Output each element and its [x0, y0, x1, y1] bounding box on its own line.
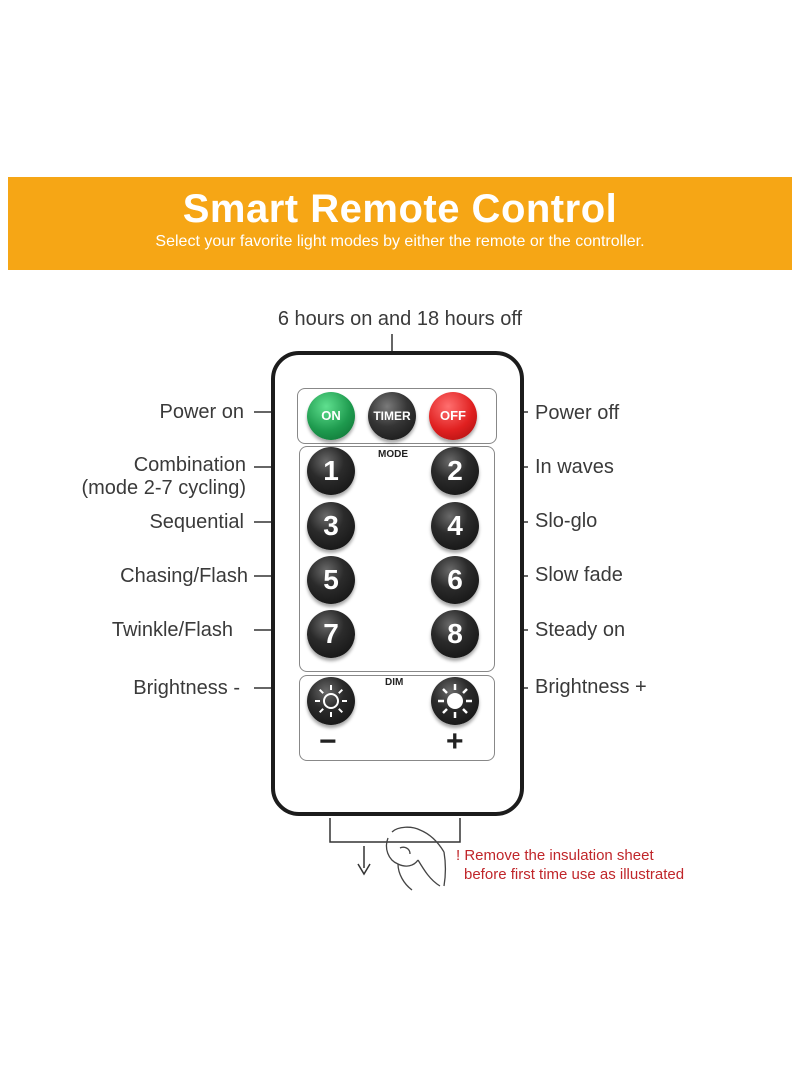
hand-icon: [385, 826, 447, 891]
mode-5-button[interactable]: 5: [307, 556, 355, 604]
label-brightness-up: Brightness +: [535, 676, 647, 698]
banner-subtitle: Select your favorite light modes by eith…: [155, 233, 645, 250]
mode-6-button[interactable]: 6: [431, 556, 479, 604]
mode-label: MODE: [378, 449, 408, 460]
label-in-waves: In waves: [535, 456, 614, 478]
remote-control: ON TIMER OFF MODE 1 2 3 4 5 6 7 8 DIM: [271, 351, 524, 816]
banner-title: Smart Remote Control: [182, 187, 618, 231]
label-chasing-flash: Chasing/Flash: [120, 565, 248, 587]
sun-filled-icon: [438, 684, 472, 718]
brightness-down-button[interactable]: [307, 677, 355, 725]
label-combination: Combination: [133, 454, 246, 476]
timer-label: 6 hours on and 18 hours off: [277, 308, 523, 330]
label-combination-note: (mode 2-7 cycling): [81, 477, 246, 499]
insulation-note: ! Remove the insulation sheet before fir…: [456, 846, 684, 884]
label-power-on: Power on: [159, 401, 245, 423]
label-slo-glo: Slo-glo: [535, 510, 598, 532]
label-slow-fade: Slow fade: [535, 564, 623, 586]
mode-1-button[interactable]: 1: [307, 447, 355, 495]
mode-4-button[interactable]: 4: [431, 502, 479, 550]
mode-3-button[interactable]: 3: [307, 502, 355, 550]
label-twinkle-flash: Twinkle/Flash: [111, 619, 233, 641]
plus-sign: +: [446, 725, 464, 758]
label-steady-on: Steady on: [535, 619, 626, 641]
on-button[interactable]: ON: [307, 392, 355, 440]
note-line-1: ! Remove the insulation sheet: [456, 847, 654, 864]
timer-button[interactable]: TIMER: [368, 392, 416, 440]
minus-sign: −: [319, 725, 337, 758]
mode-panel: [299, 446, 495, 672]
mode-8-button[interactable]: 8: [431, 610, 479, 658]
title-banner: [8, 177, 792, 270]
brightness-up-button[interactable]: [431, 677, 479, 725]
label-power-off: Power off: [535, 402, 620, 424]
note-line-2: before first time use as illustrated: [464, 866, 685, 883]
off-button[interactable]: OFF: [429, 392, 477, 440]
power-panel: [297, 388, 497, 444]
label-sequential: Sequential: [149, 511, 244, 533]
dim-panel: [299, 675, 495, 761]
sun-outline-icon: [315, 685, 347, 717]
mode-2-button[interactable]: 2: [431, 447, 479, 495]
dim-label: DIM: [385, 677, 404, 688]
mode-7-button[interactable]: 7: [307, 610, 355, 658]
label-brightness-down: Brightness -: [133, 677, 240, 699]
